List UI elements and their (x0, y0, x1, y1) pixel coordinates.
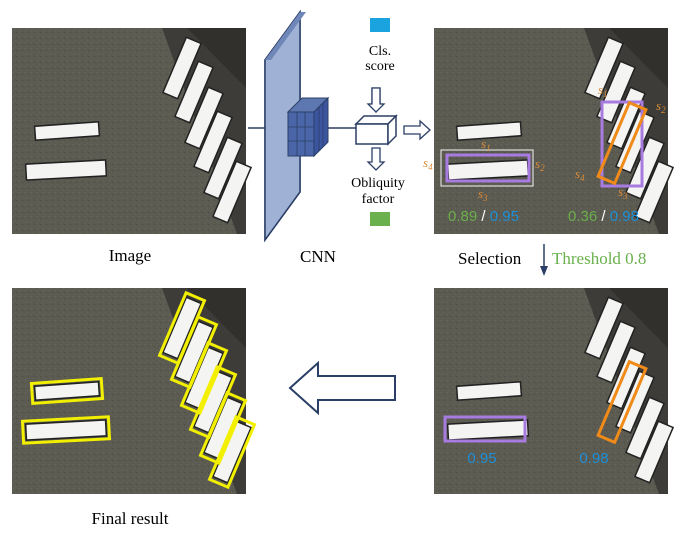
side-label-s3: s3 (618, 184, 628, 201)
side-label-s1: s1 (598, 82, 608, 99)
score-separator: / (597, 208, 610, 225)
side-label-s2: s2 (535, 156, 545, 173)
yellow-boxes (20, 290, 257, 490)
green-square-icon (370, 212, 390, 226)
cube-icon (354, 114, 398, 146)
side-label-s4: s4 (575, 166, 585, 183)
selected-left-score: 0.95 (467, 450, 496, 467)
left-obliquity-score: 0.89 (448, 208, 477, 225)
final-result-panel (11, 287, 257, 495)
left-score-pair: 0.89 / 0.95 (448, 208, 519, 225)
orange-box (596, 100, 648, 186)
right-score-pair: 0.36 / 0.98 (568, 208, 639, 225)
final-result-caption: Final result (92, 509, 169, 528)
side-label-s3: s3 (478, 186, 488, 203)
up-arrow-icon (366, 87, 386, 114)
blue-square-icon (370, 18, 390, 32)
selection-arrowhead (540, 266, 548, 276)
feature-cube-grid (286, 96, 330, 158)
right-cls-score: 0.98 (610, 208, 639, 225)
obliquity-label-line2: factor (362, 192, 395, 207)
selected-panel (433, 287, 674, 495)
side-label-s2: s2 (656, 98, 666, 115)
left-arrow-icon (288, 360, 396, 416)
selected-right-score: 0.98 (579, 450, 608, 467)
orange-box (596, 359, 648, 445)
threshold-label: Threshold 0.8 (552, 249, 646, 268)
cnn-block (264, 9, 330, 243)
side-label-s4: s4 (423, 155, 433, 172)
purple-box (600, 100, 644, 188)
purple-box (443, 415, 527, 443)
input-image-panel (11, 27, 252, 235)
left-cls-score: 0.95 (490, 208, 519, 225)
right-arrow-icon (403, 119, 431, 141)
selection-label: Selection (458, 249, 522, 268)
detection-panel (433, 27, 674, 235)
side-label-s1: s1 (481, 136, 491, 153)
image-caption: Image (109, 246, 151, 265)
obliquity-label-line1: Obliquity (351, 176, 405, 191)
purple-box (445, 153, 531, 183)
cnn-caption: CNN (300, 247, 336, 266)
white-box (440, 149, 534, 187)
score-separator: / (477, 208, 490, 225)
cls-label-line1: Cls. (369, 44, 391, 59)
right-obliquity-score: 0.36 (568, 208, 597, 225)
down-arrow-icon (366, 147, 386, 171)
cls-label-line2: score (365, 59, 395, 74)
